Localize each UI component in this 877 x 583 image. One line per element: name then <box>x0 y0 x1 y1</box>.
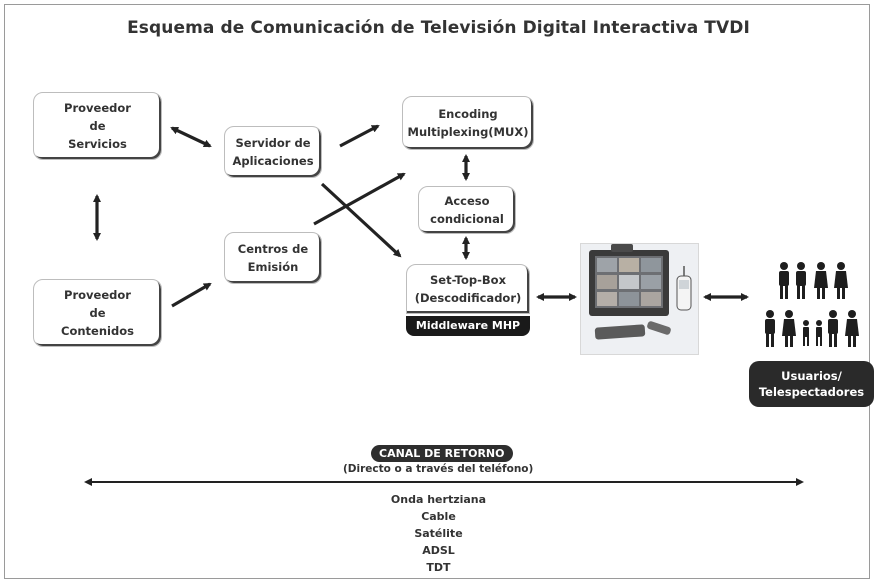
box-centros-emision-label: Centros de Emisión <box>237 242 309 274</box>
box-set-top-box: Set-Top-Box (Descodificador) <box>406 264 530 314</box>
media-adsl: ADSL <box>422 544 455 557</box>
tv-phone-image <box>580 243 699 355</box>
box-acceso-condicional-label: Acceso condicional <box>430 194 504 226</box>
canal-retorno-subtitle: (Directo o a través del teléfono) <box>343 463 534 475</box>
media-tdt: TDT <box>426 561 451 574</box>
diagram-frame <box>4 4 870 579</box>
box-centros-emision: Centros de Emisión <box>224 232 322 284</box>
box-servidor-aplicaciones-label: Servidor de Aplicaciones <box>232 136 314 168</box>
box-set-top-box-label: Set-Top-Box (Descodificador) <box>414 273 522 305</box>
box-proveedor-contenidos: Proveedor de Contenidos <box>33 279 162 347</box>
media-onda-hertziana: Onda hertziana <box>390 493 487 506</box>
middleware-label: Middleware MHP <box>406 316 530 336</box>
media-satelite: Satélite <box>414 527 463 540</box>
box-encoding-label: Encoding Multiplexing(MUX) <box>407 107 529 139</box>
box-proveedor-servicios: Proveedor de Servicios <box>33 92 162 160</box>
box-proveedor-servicios-label: Proveedor de Servicios <box>64 101 131 151</box>
canal-retorno-badge: CANAL DE RETORNO <box>371 445 513 462</box>
users-label: Usuarios/ Telespectadores <box>749 361 874 407</box>
box-proveedor-contenidos-label: Proveedor de Contenidos <box>61 288 134 338</box>
box-servidor-aplicaciones: Servidor de Aplicaciones <box>224 126 322 178</box>
box-acceso-condicional: Acceso condicional <box>418 186 516 234</box>
tv-illustration <box>589 244 692 340</box>
diagram-title: Esquema de Comunicación de Televisión Di… <box>127 18 750 38</box>
media-cable: Cable <box>421 510 456 523</box>
box-encoding: Encoding Multiplexing(MUX) <box>402 96 534 150</box>
